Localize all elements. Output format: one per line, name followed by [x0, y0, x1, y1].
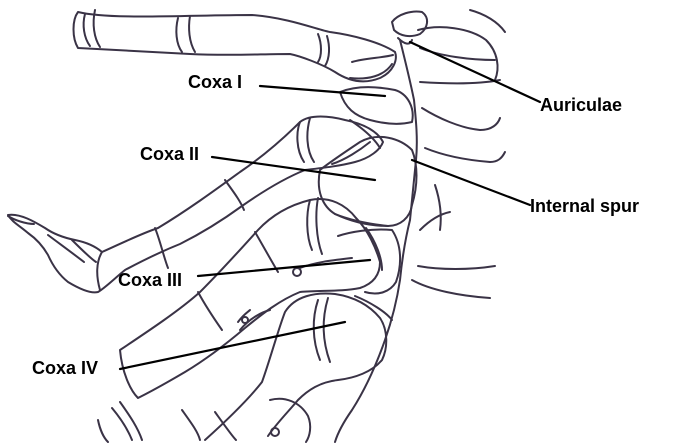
label-auriculae: Auriculae — [540, 95, 622, 115]
leg-1-drawing — [72, 9, 397, 83]
leader-line-coxa-2 — [210, 155, 377, 182]
leader-line-internal-spur — [410, 158, 532, 207]
leader-line-coxa-1 — [258, 84, 387, 98]
leg-4-drawing — [97, 292, 388, 443]
label-coxa-4: Coxa IV — [32, 358, 98, 378]
label-coxa-1: Coxa I — [188, 72, 242, 92]
leader-line-auriculae — [408, 40, 542, 104]
label-coxa-2: Coxa II — [140, 144, 199, 164]
label-internal-spur: Internal spur — [530, 196, 639, 216]
leader-line-coxa-4 — [118, 320, 347, 371]
body-outline-drawing — [317, 9, 506, 443]
label-coxa-3: Coxa III — [118, 270, 182, 290]
leader-line-coxa-3 — [196, 258, 372, 278]
leg-2-drawing — [7, 115, 384, 294]
